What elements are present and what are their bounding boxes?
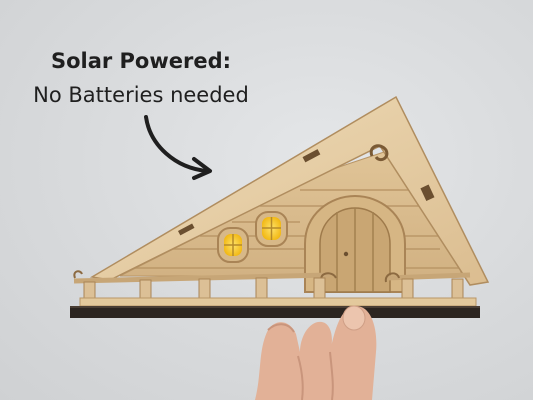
round-window-icon [217,227,249,263]
arched-door-icon [304,194,406,293]
caption: Solar Powered: No Batteries needed [0,44,282,112]
porch-railing [73,270,477,307]
round-window-icon [255,211,288,247]
caption-subtitle: No Batteries needed [33,83,249,107]
hand [255,305,377,400]
house-base [70,306,480,318]
caption-title: Solar Powered: [50,49,232,73]
curved-arrow-icon [144,115,212,180]
